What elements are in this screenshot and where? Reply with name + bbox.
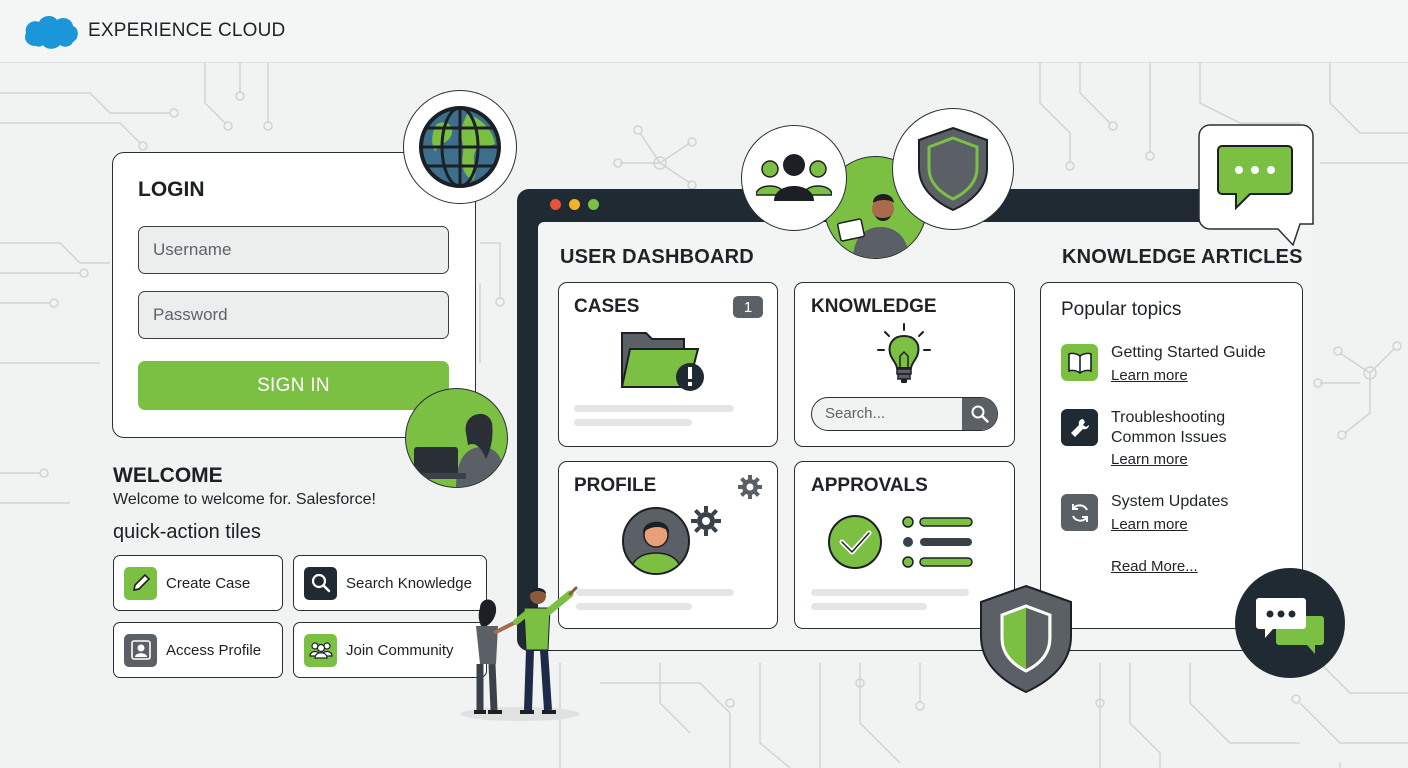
- folder-alert-icon: [620, 332, 704, 391]
- article-title-line1: Troubleshooting: [1111, 409, 1226, 426]
- welcome-title: WELCOME: [113, 464, 223, 487]
- users-badge: [741, 125, 847, 231]
- chat-icon: [1256, 598, 1324, 654]
- cases-placeholder-bar: [574, 419, 692, 426]
- cloud-logo-icon: [25, 16, 78, 49]
- sign-in-button[interactable]: SIGN IN: [138, 361, 449, 410]
- article-title-line2: Common Issues: [1111, 429, 1227, 446]
- create-case-label: Create Case: [166, 574, 251, 592]
- profile-placeholder-bar: [576, 603, 692, 610]
- approvals-placeholder-bar: [811, 589, 969, 596]
- cases-placeholder-bar: [574, 405, 734, 412]
- approvals-placeholder-bar: [811, 603, 927, 610]
- password-input[interactable]: Password: [138, 291, 449, 339]
- users-group-icon: [756, 154, 832, 201]
- gear-icon[interactable]: [737, 474, 763, 500]
- globe-icon: [419, 106, 501, 188]
- people-pointing-illustration: [460, 586, 580, 721]
- welcome-text: Welcome to welcome for. Salesforce!: [113, 491, 376, 508]
- profile-placeholder-bar: [576, 589, 734, 596]
- lightbulb-icon: [877, 323, 931, 383]
- chat-button[interactable]: [1235, 568, 1345, 678]
- access-profile-tile[interactable]: Access Profile: [113, 622, 283, 678]
- laptop-user-illustration: [405, 388, 508, 488]
- search-knowledge-tile[interactable]: Search Knowledge: [293, 555, 487, 611]
- access-profile-label: Access Profile: [166, 641, 262, 659]
- join-community-label: Join Community: [346, 641, 454, 659]
- read-more-link[interactable]: Read More...: [1111, 558, 1198, 575]
- profile-title: PROFILE: [574, 475, 657, 496]
- knowledge-search-button[interactable]: [962, 398, 997, 430]
- window-maximize-dot[interactable]: [588, 199, 599, 210]
- refresh-icon: [1061, 494, 1098, 531]
- article-title: System Updates: [1111, 493, 1229, 510]
- create-case-tile[interactable]: Create Case: [113, 555, 283, 611]
- dashboard-title: USER DASHBOARD: [560, 246, 754, 268]
- learn-more-link[interactable]: Learn more: [1111, 367, 1188, 384]
- search-icon: [971, 405, 989, 423]
- popular-topics-title: Popular topics: [1061, 299, 1182, 320]
- window-close-dot[interactable]: [550, 199, 561, 210]
- shield-icon: [980, 584, 1072, 694]
- person-icon: [124, 633, 157, 667]
- security-badge: [892, 108, 1014, 230]
- knowledge-title: KNOWLEDGE: [811, 296, 937, 317]
- window-minimize-dot[interactable]: [569, 199, 580, 210]
- learn-more-link[interactable]: Learn more: [1111, 516, 1188, 533]
- chat-bubble-badge: [1198, 124, 1314, 247]
- profile-avatar-icon: [622, 506, 721, 575]
- shield-icon: [918, 126, 988, 212]
- knowledge-search-placeholder: Search...: [825, 405, 886, 422]
- cases-count-badge: 1: [733, 296, 763, 318]
- globe-badge: [403, 90, 517, 204]
- approvals-checklist-icon: [828, 515, 973, 569]
- book-icon: [1061, 344, 1098, 381]
- knowledge-articles-panel: [1040, 282, 1303, 629]
- wrench-icon: [1061, 409, 1098, 446]
- quick-actions-title: quick-action tiles: [113, 521, 261, 543]
- article-title: Getting Started Guide: [1111, 344, 1266, 361]
- username-input[interactable]: Username: [138, 226, 449, 274]
- top-header: [0, 0, 1408, 63]
- approvals-title: APPROVALS: [811, 475, 928, 496]
- cases-title: CASES: [574, 296, 640, 317]
- pencil-icon: [124, 566, 157, 600]
- search-icon: [304, 566, 337, 600]
- brand-name: EXPERIENCE CLOUD: [88, 20, 286, 41]
- learn-more-link[interactable]: Learn more: [1111, 451, 1188, 468]
- group-icon: [304, 633, 337, 667]
- login-title: LOGIN: [138, 178, 205, 201]
- knowledge-articles-title: KNOWLEDGE ARTICLES: [1062, 246, 1303, 268]
- circuit-background: [0, 63, 1408, 768]
- search-knowledge-label: Search Knowledge: [346, 574, 472, 592]
